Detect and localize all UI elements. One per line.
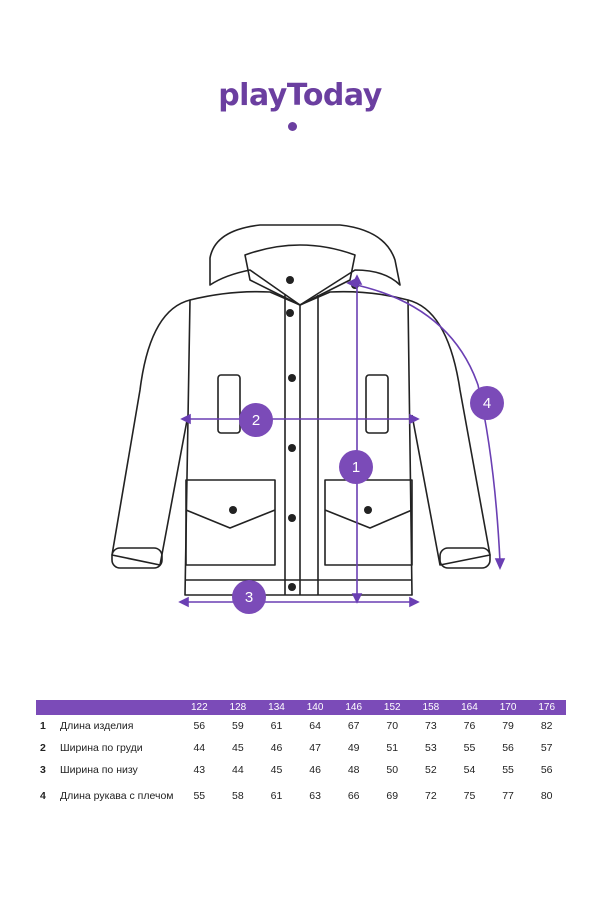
size-header: 122 [190,702,208,713]
marker-3-badge: 3 [232,580,266,614]
row-number: 2 [40,742,46,754]
row-label: Ширина по низу [60,763,138,776]
table-cell: 44 [232,764,244,776]
placket [284,295,319,595]
left-cuff [111,547,163,569]
size-table: 122 128 134 140 146 152 158 164 170 176 … [36,700,566,811]
right-sleeve [407,299,491,566]
table-cell: 61 [270,720,283,732]
table-cell: 46 [270,742,283,754]
row-number: 1 [40,720,46,732]
left-pocket [185,479,276,566]
hood-outline [209,224,401,306]
table-cell: 80 [540,790,553,802]
table-cell: 47 [309,742,321,754]
row-label: Ширина по груди [60,741,143,754]
table-cell: 50 [386,764,399,776]
marker-2-badge: 2 [239,403,273,437]
table-row: 3 Ширина по низу 43 44 45 46 48 50 52 54… [36,759,566,781]
row-label: Длина изделия [60,719,134,732]
table-cell: 57 [540,742,553,754]
table-cell: 45 [232,742,244,754]
row-number: 3 [40,764,46,776]
right-chest-slot [365,374,389,434]
measure-4-line [351,283,501,563]
table-cell: 56 [502,742,514,754]
table-row: 2 Ширина по груди 44 45 46 47 49 51 53 5… [36,737,566,759]
size-header: 134 [268,702,285,713]
size-header: 164 [461,702,478,713]
table-cell: 46 [309,764,321,776]
brand-logo-dot [288,122,297,131]
table-cell: 64 [309,720,321,732]
size-header: 140 [306,702,324,713]
table-cell: 54 [463,764,476,776]
table-cell: 72 [425,790,437,802]
size-header-row: 122 128 134 140 146 152 158 164 170 176 [36,700,566,715]
table-cell: 48 [347,764,360,776]
table-cell: 76 [463,720,476,732]
table-cell: 69 [386,790,399,802]
table-cell: 75 [463,790,476,802]
size-header: 128 [229,702,247,713]
row-number: 4 [40,790,46,802]
left-sleeve [111,299,191,566]
table-cell: 53 [425,742,437,754]
table-cell: 49 [347,742,360,754]
table-cell: 45 [270,764,283,776]
row-label: Длина рукава с плечом [60,789,174,802]
table-cell: 63 [309,790,321,802]
collar [244,244,356,306]
table-cell: 51 [386,742,399,754]
right-pocket [324,479,413,566]
marker-4-badge: 4 [470,386,504,420]
table-cell: 79 [502,720,514,732]
jacket-diagram [111,224,506,608]
table-cell: 56 [540,764,553,776]
table-cell: 77 [502,790,514,802]
right-cuff [439,547,491,569]
size-header: 146 [345,702,363,713]
size-header: 158 [422,702,440,713]
table-cell: 73 [425,720,437,732]
buttons [229,276,372,591]
table-row: 4 Длина рукава с плечом 55 58 61 63 66 6… [36,781,566,811]
brand-logo: playToday [218,78,382,113]
table-cell: 55 [193,790,206,802]
table-cell: 59 [232,720,244,732]
table-cell: 82 [540,720,553,732]
table-cell: 52 [425,764,437,776]
size-header: 152 [383,702,401,713]
table-cell: 56 [193,720,206,732]
size-header: 170 [499,702,517,713]
table-cell: 43 [193,764,206,776]
table-cell: 55 [502,764,514,776]
marker-1-badge: 1 [339,450,373,484]
table-cell: 70 [386,720,399,732]
table-cell: 58 [232,790,244,802]
table-cell: 67 [347,720,360,732]
left-chest-slot [217,374,241,434]
table-cell: 66 [347,790,360,802]
body-outline [184,290,413,596]
table-row: 1 Длина изделия 56 59 61 64 67 70 73 76 … [36,715,566,737]
table-cell: 55 [463,742,476,754]
table-cell: 61 [270,790,283,802]
size-header: 176 [538,702,556,713]
table-cell: 44 [193,742,206,754]
